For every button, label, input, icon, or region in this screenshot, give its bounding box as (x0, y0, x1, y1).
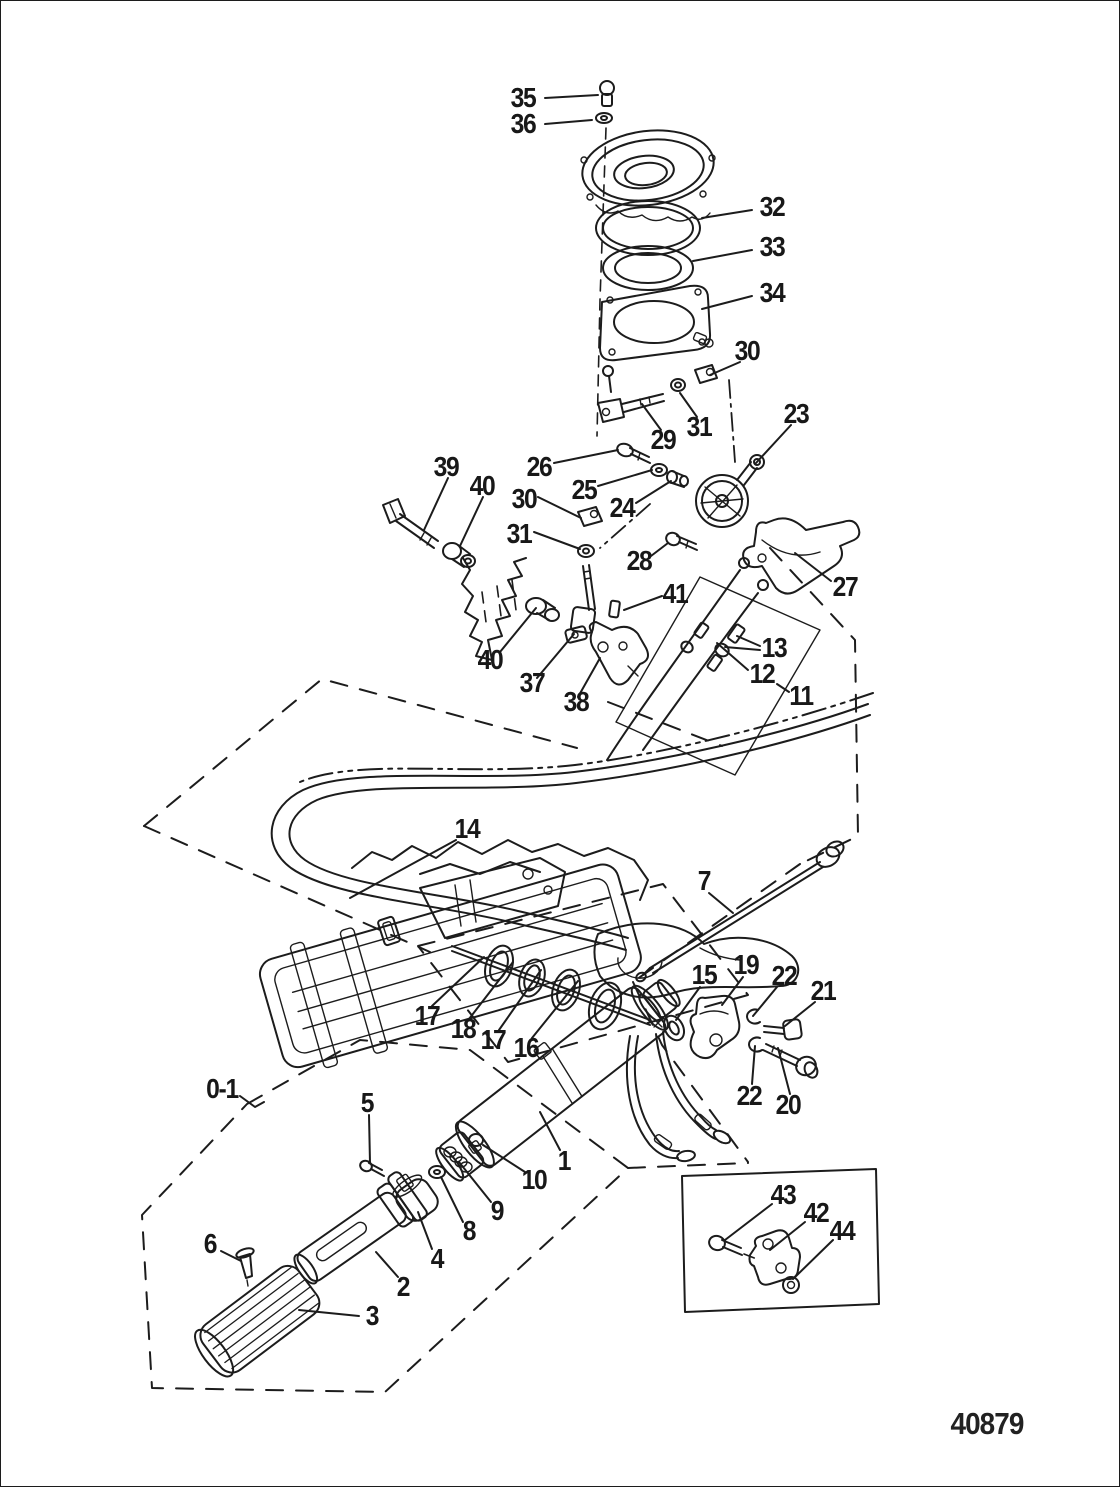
steering-bracket-art (742, 517, 861, 595)
steering-cover-art (580, 129, 716, 222)
callout-30-left: 30 (511, 483, 538, 514)
callout-40-lower: 40 (477, 644, 504, 675)
ghost-swivel-art (351, 839, 649, 901)
mount-plate-art (258, 857, 642, 1069)
steering-washer-art (662, 1014, 686, 1042)
gasket-plate-art (599, 284, 714, 362)
grip-screw-art (235, 1247, 255, 1287)
callout-4: 4 (430, 1243, 445, 1274)
callout-36: 36 (510, 108, 537, 139)
callout-13: 13 (761, 632, 788, 663)
callout-28: 28 (626, 545, 653, 576)
callout-12: 12 (749, 658, 776, 689)
callout-44: 44 (829, 1215, 856, 1246)
center-lines (299, 127, 874, 783)
callout-6: 6 (203, 1228, 218, 1259)
shift-lever-art (588, 621, 649, 686)
callout-24: 24 (609, 492, 636, 523)
pivot-pin-art (382, 498, 439, 549)
callout-8: 8 (462, 1215, 477, 1246)
callout-21: 21 (810, 975, 837, 1006)
callout-3: 3 (365, 1300, 380, 1331)
callout-18: 18 (450, 1013, 477, 1044)
callout-15: 15 (691, 959, 718, 990)
callout-37: 37 (519, 667, 546, 698)
leader-lines (220, 94, 834, 1317)
lock-washers-art (746, 1008, 763, 1053)
cam-screw-art (616, 442, 689, 488)
callout-23: 23 (783, 398, 810, 429)
callout-39: 39 (433, 451, 460, 482)
seal-ring-art (602, 245, 694, 291)
callout-43: 43 (770, 1179, 797, 1210)
cable-bracket-art (689, 994, 741, 1060)
cable-group-art (606, 557, 821, 776)
steering-rod-art (635, 840, 845, 983)
callout-30-upper: 30 (734, 335, 761, 366)
cap-screw-art (359, 1159, 385, 1177)
callout-7: 7 (697, 865, 712, 896)
callout-29: 29 (650, 424, 677, 455)
callout-38: 38 (563, 686, 590, 717)
throttle-cam-art (695, 454, 765, 528)
callout-2: 2 (396, 1271, 411, 1302)
callout-25: 25 (571, 474, 598, 505)
detent-parts-art (428, 1133, 484, 1179)
callout-1: 1 (557, 1145, 572, 1176)
callout-9: 9 (490, 1195, 505, 1226)
callout-20: 20 (775, 1089, 802, 1120)
callout-16: 16 (513, 1032, 540, 1063)
callout-34: 34 (759, 277, 786, 308)
ghost-bracket-art (461, 557, 527, 661)
callout-42: 42 (803, 1197, 830, 1228)
callout-31-upper: 31 (686, 411, 713, 442)
drawing-number: 40879 (950, 1406, 1024, 1441)
callout-14: 14 (454, 813, 481, 844)
callout-17-first: 17 (414, 1000, 441, 1031)
callout-31-left: 31 (506, 518, 533, 549)
callout-27: 27 (832, 571, 859, 602)
lower-cables-art (625, 1031, 732, 1163)
ring-stack-art (451, 944, 651, 1031)
handle-tube-art (435, 978, 681, 1182)
mount-bolts-art (762, 1018, 819, 1079)
callout-11: 11 (789, 680, 814, 711)
bracket-screw-art (665, 531, 698, 551)
bushing-upper-art (442, 542, 476, 568)
callout-33: 33 (759, 231, 786, 262)
friction-cap-art (392, 1173, 439, 1222)
callout-35: 35 (510, 82, 537, 113)
callout-19: 19 (733, 949, 760, 980)
callout-40-upper: 40 (469, 470, 496, 501)
callout-group-0-1: 0-1 (206, 1073, 239, 1104)
dashed-group-outlines (141, 547, 859, 1393)
callout-10: 10 (521, 1164, 548, 1195)
cover-ring-art (595, 200, 701, 256)
throttle-grip-art (194, 1264, 321, 1378)
callout-17-second: 17 (480, 1024, 507, 1055)
link-rod-art (597, 364, 718, 423)
callout-22-upper: 22 (771, 960, 798, 991)
handle-cover-screw-art (595, 80, 615, 124)
callout-26: 26 (526, 451, 553, 482)
callout-5: 5 (360, 1087, 375, 1118)
callout-41: 41 (662, 578, 689, 609)
callout-22-lower: 22 (736, 1080, 763, 1111)
cable-loop-art (270, 703, 871, 951)
shift-link-art (525, 506, 621, 644)
inset-box-art (681, 1168, 880, 1313)
callout-32: 32 (759, 191, 786, 222)
